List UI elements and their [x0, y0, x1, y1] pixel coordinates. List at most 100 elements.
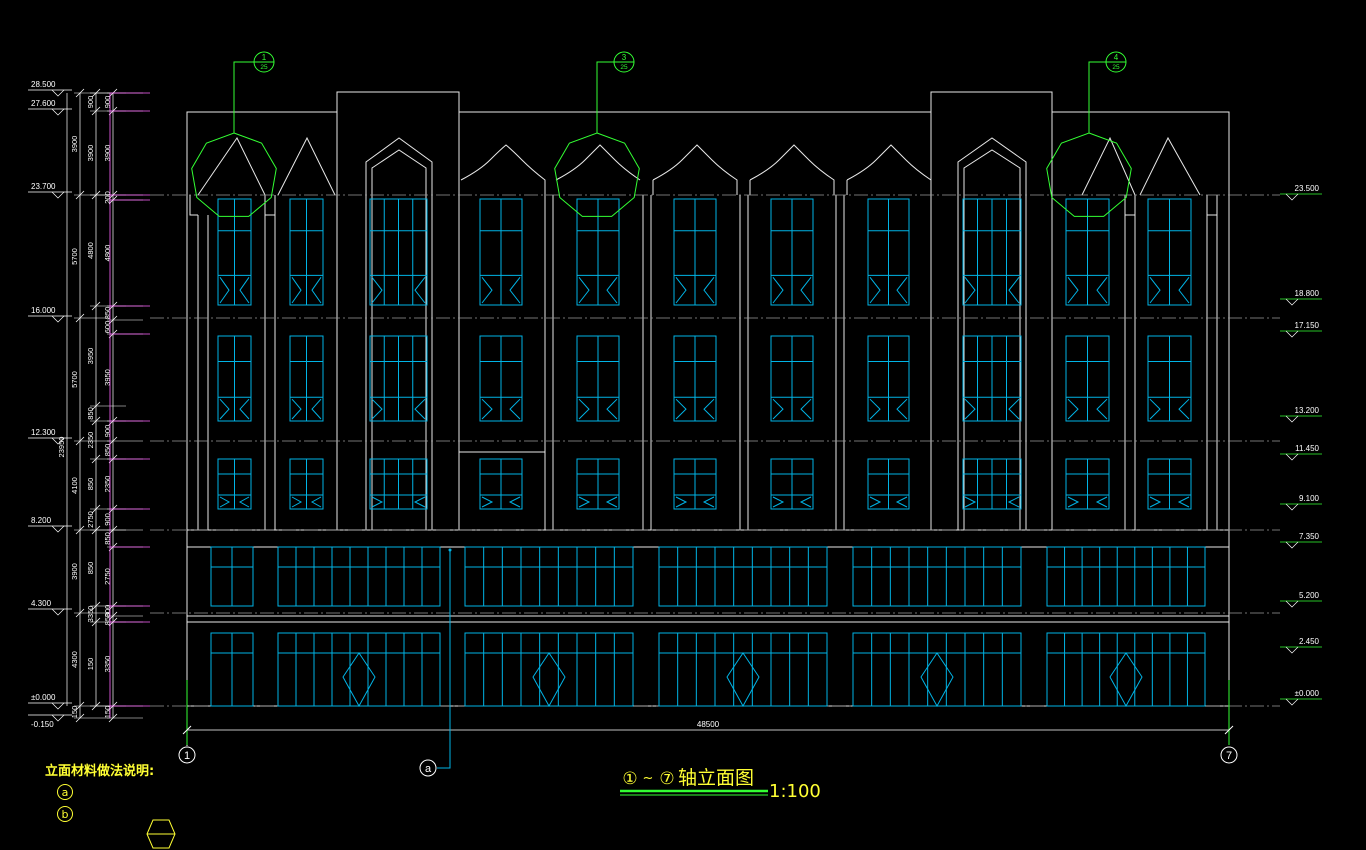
window-23 [289, 458, 324, 510]
dim-chain-2-2: 4800 [86, 242, 95, 259]
elevation-left-7: ±0.000 [28, 693, 72, 710]
window-8 [1147, 198, 1192, 306]
dim-chain-3-9: 2350 [103, 476, 112, 493]
dim-total: 23950 [57, 93, 68, 706]
dim-chain-3-14: 850 [103, 613, 112, 626]
window-9 [369, 198, 428, 306]
title-text: 轴立面图 [678, 767, 754, 789]
detail-callout-num-2: 4 [1114, 53, 1119, 62]
window-17 [867, 335, 910, 422]
dim-chain-2-1: 3900 [86, 145, 95, 162]
dimension-chains: 3900570057004100390043001509003900480039… [57, 88, 150, 723]
window-10 [962, 198, 1022, 306]
dim-chain-3-4: 850 [103, 307, 112, 320]
dim-chain-1-2: 5700 [70, 371, 79, 388]
note-item-b: b [62, 808, 69, 821]
elevation-right-7: 5.200 [1280, 591, 1322, 608]
dim-chain-2-10: 150 [86, 658, 95, 671]
window-24 [479, 458, 523, 510]
storefront-2 [277, 546, 441, 607]
dim-chain-3-12: 2750 [103, 568, 112, 585]
window-20 [369, 335, 428, 422]
elevation-right-8: 2.450 [1280, 637, 1322, 654]
title-scale: 1:100 [769, 781, 821, 802]
detail-callout-num-1: 3 [622, 53, 627, 62]
dim-chain-3-11: 850 [103, 532, 112, 545]
window-grid [217, 198, 1192, 510]
elevation-left-1: 27.600 [28, 99, 72, 116]
dim-chain-3-2: 200 [103, 191, 112, 204]
window-11 [217, 335, 252, 422]
elevation-left-text-0: 28.500 [31, 80, 56, 89]
storefront-8 [852, 546, 1022, 607]
elevation-left-6: 4.300 [28, 599, 72, 616]
window-19 [1147, 335, 1192, 422]
elevation-right-text-0: 23.500 [1295, 184, 1320, 193]
dim-chain-2-6: 850 [86, 478, 95, 491]
dim-total-text: 23950 [57, 437, 66, 458]
detail-callout-num-0: 1 [262, 53, 267, 62]
elevation-right-text-5: 9.100 [1299, 494, 1320, 503]
dim-chain-2-8: 850 [86, 562, 95, 575]
elevation-left-4: 12.300 [28, 428, 72, 445]
elevation-right-text-2: 17.150 [1295, 321, 1320, 330]
overall-width-dim: 48500 [697, 720, 720, 729]
window-21 [962, 335, 1022, 422]
dim-chain-1-0: 3900 [70, 136, 79, 153]
title-circled-start: ① [622, 769, 637, 789]
elevation-left-text-2: 23.700 [31, 182, 56, 191]
window-26 [673, 458, 717, 510]
elevation-right-text-3: 13.200 [1295, 406, 1320, 415]
dim-chain-1-5: 4300 [70, 651, 79, 668]
dim-chain-2-4: 850 [86, 407, 95, 420]
dim-chain-2-5: 2350 [86, 432, 95, 449]
dim-chain-1: 3900 5700 5700 4100 3900 4300 150 [70, 88, 110, 723]
elevation-left-text-3: 16.000 [31, 306, 56, 315]
elevation-right-5: 9.100 [1280, 494, 1322, 511]
dim-chain-2-3: 3950 [86, 348, 95, 365]
dim-chain-3-5: 600 [103, 321, 112, 334]
window-18 [1065, 335, 1110, 422]
window-1 [289, 198, 324, 306]
detail-callout-1 [554, 51, 640, 217]
window-0 [217, 198, 252, 306]
window-3 [576, 198, 620, 306]
elevation-left-0: 28.500 [28, 80, 72, 97]
window-22 [217, 458, 252, 510]
storefront-1 [210, 632, 254, 707]
elevation-left-text-6: 4.300 [31, 599, 52, 608]
bottom-dimension: 48500 [182, 680, 1234, 745]
callout-marker-label: a [425, 763, 432, 775]
storefront-5 [464, 632, 634, 708]
window-4 [673, 198, 717, 306]
dim-chain-3-13: 300 [103, 605, 112, 618]
dim-chain-2-0: 900 [86, 96, 95, 109]
elevation-right-text-6: 7.350 [1299, 532, 1320, 541]
elevation-right-9: ±0.000 [1280, 689, 1322, 706]
dim-chain-3-10: 900 [103, 513, 112, 526]
window-30 [1147, 458, 1192, 510]
dim-chain-3-15: 3350 [103, 656, 112, 673]
axis-bubble-left: 1 [178, 745, 196, 764]
elevation-left-8: -0.150 [28, 714, 72, 729]
window-5 [770, 198, 814, 306]
detail-callout-sheet-1: 25 [620, 64, 628, 71]
elevation-left-5: 8.200 [28, 516, 72, 533]
dim-chain-1-3: 4100 [70, 477, 79, 494]
storefront-11 [1046, 632, 1206, 708]
floor-guide-lines [150, 194, 1280, 707]
window-29 [1065, 458, 1110, 510]
storefront-0 [210, 546, 254, 607]
elevation-left-text-7: ±0.000 [31, 693, 56, 702]
window-15 [673, 335, 717, 422]
detail-callout-sheet-2: 25 [1112, 64, 1120, 71]
dim-chain-3-0: 900 [103, 96, 112, 109]
elevation-markers: 28.500 27.600 23.700 16.000 12.300 8.200 4.300… [28, 80, 1322, 729]
dim-chain-1-1: 5700 [70, 248, 79, 265]
dim-chain-3-7: 900 [103, 425, 112, 438]
elevation-right-6: 7.350 [1280, 532, 1322, 549]
elevation-left-text-5: 8.200 [31, 516, 52, 525]
window-12 [289, 335, 324, 422]
dim-chain-3-1: 3900 [103, 145, 112, 162]
